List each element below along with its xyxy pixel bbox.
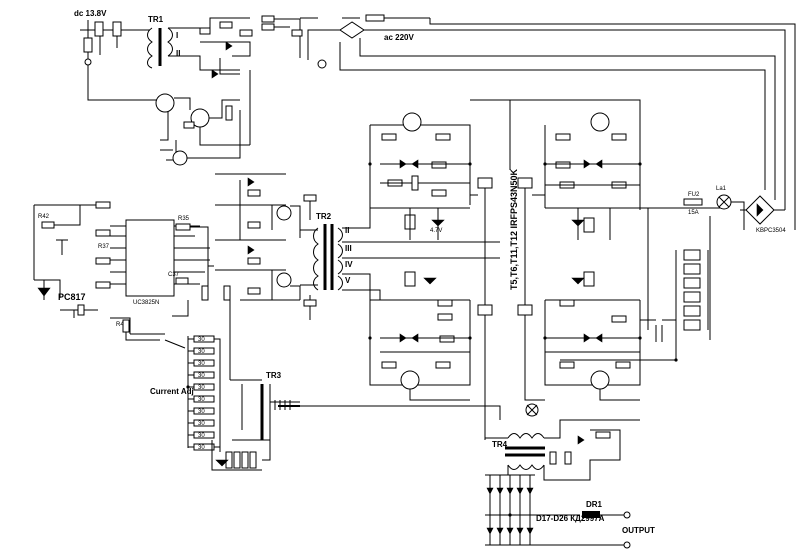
dc-voltage-label: dc 13.8V xyxy=(74,9,107,18)
bridge-rectifier xyxy=(745,195,775,225)
svg-text:R37: R37 xyxy=(98,244,110,250)
svg-text:30: 30 xyxy=(198,433,205,439)
mosfet-t6 xyxy=(517,177,533,189)
svg-text:III: III xyxy=(345,244,352,253)
svg-text:V: V xyxy=(345,276,351,285)
driver-transistor-t11 xyxy=(276,272,292,288)
transistor-t16-bottom xyxy=(400,370,420,390)
aux-supply-section: dc 13.8V TR1 I II xyxy=(74,9,303,166)
transistor-t16-top xyxy=(402,112,422,132)
driver-transistor-t13 xyxy=(276,205,292,221)
current-adjust-ladder: Current Adj 30 30 30 30 30 30 30 30 30 3… xyxy=(150,335,262,471)
upper-right-driver xyxy=(510,99,641,240)
optocoupler-transistor xyxy=(172,150,188,166)
svg-text:R41: R41 xyxy=(116,322,128,328)
uc3825-chip xyxy=(125,219,175,297)
fuse-fu1 xyxy=(365,14,385,22)
svg-text:FU2: FU2 xyxy=(688,192,700,198)
ladder-values: 30 30 30 30 30 30 30 30 30 30 xyxy=(198,337,205,451)
junction-dots xyxy=(186,162,678,517)
svg-text:30: 30 xyxy=(198,337,205,343)
power-mosfet-column: T5,T6,T11,T12 IRFPS43N50K xyxy=(470,99,545,440)
dc-bus-section: FU2 15A La1 KBPC3504 xyxy=(560,186,786,361)
tr4-output-section: TR4 D17-D26 КД2997А DR1 xyxy=(484,403,655,549)
lower-left-driver xyxy=(369,271,471,401)
tr2-label: TR2 xyxy=(316,212,332,221)
tr3-label: TR3 xyxy=(266,371,282,380)
transistor-t22 xyxy=(590,370,610,390)
svg-text:C37: C37 xyxy=(168,272,180,278)
svg-text:30: 30 xyxy=(198,349,205,355)
svg-text:30: 30 xyxy=(198,385,205,391)
tr3-transformer: TR3 xyxy=(229,300,501,461)
tr4-label: TR4 xyxy=(492,440,508,449)
svg-text:30: 30 xyxy=(198,373,205,379)
output-diode-array xyxy=(485,474,540,546)
tr2-transformer: TR2 II III IV V xyxy=(300,194,500,320)
svg-text:II: II xyxy=(176,49,180,58)
output-label: OUTPUT xyxy=(622,526,655,535)
lower-right-driver xyxy=(544,271,641,401)
svg-text:30: 30 xyxy=(198,421,205,427)
svg-text:La1: La1 xyxy=(716,186,727,192)
mosfet-t12 xyxy=(517,304,533,316)
svg-text:30: 30 xyxy=(198,409,205,415)
svg-text:4.7V: 4.7V xyxy=(430,228,442,234)
dr1-label: DR1 xyxy=(586,500,603,509)
ac-input-label: ac 220V xyxy=(384,33,414,42)
choke-dr1 xyxy=(582,511,600,518)
svg-text:II: II xyxy=(345,226,349,235)
transistor-t1 xyxy=(155,93,175,113)
mains-input-section: ac 220V xyxy=(300,14,796,230)
output-diodes-note: D17-D26 КД2997А xyxy=(536,514,605,523)
mosfet-type-note: T5,T6,T11,T12 IRFPS43N50K xyxy=(509,168,519,290)
svg-text:30: 30 xyxy=(198,361,205,367)
output-terminal-minus xyxy=(623,541,631,549)
uc3825-label: UC3825N xyxy=(133,300,159,306)
output-terminal-plus xyxy=(623,511,631,519)
svg-text:R42: R42 xyxy=(38,214,50,220)
pc817-label: PC817 xyxy=(58,292,86,302)
current-adj-label: Current Adj xyxy=(150,387,194,396)
fuse-fu2 xyxy=(683,198,703,206)
thermistor xyxy=(317,59,327,69)
svg-text:IV: IV xyxy=(345,260,353,269)
svg-text:KBPC3504: KBPC3504 xyxy=(756,228,786,234)
mosfet-t11 xyxy=(477,304,493,316)
output-terminal xyxy=(84,58,92,66)
svg-text:I: I xyxy=(176,31,178,40)
upper-left-driver: 4.7V xyxy=(369,112,471,240)
svg-text:30: 30 xyxy=(198,397,205,403)
svg-text:30: 30 xyxy=(198,445,205,451)
gate-driver-section xyxy=(215,173,301,301)
svg-text:15A: 15A xyxy=(688,210,699,216)
tr1-label: TR1 xyxy=(148,15,164,24)
mosfet-t5 xyxy=(477,177,493,189)
pwm-controller-section: UC3825N R42 PC817 R35 C37 R37 R41 xyxy=(33,201,231,341)
svg-text:R35: R35 xyxy=(178,216,190,222)
transistor-t21 xyxy=(590,112,610,132)
